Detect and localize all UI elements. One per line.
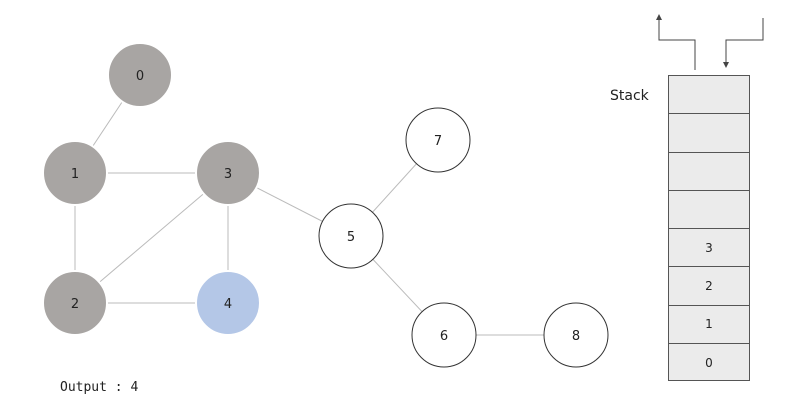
node-circle (107, 42, 173, 108)
node-label: 1 (71, 167, 79, 182)
stack-slot (669, 76, 749, 115)
stack-slot (669, 114, 749, 153)
graph-node-7: 7 (405, 107, 471, 173)
stack: 3 2 1 0 (668, 75, 750, 381)
node-label: 7 (434, 134, 442, 149)
node-label: 2 (71, 297, 79, 312)
node-label: 3 (224, 167, 232, 182)
node-label: 5 (347, 230, 355, 245)
pop-arrow-icon (658, 20, 696, 70)
node-circle (411, 302, 477, 368)
graph-node-0: 0 (107, 42, 173, 108)
stack-slot: 0 (705, 355, 713, 370)
node-circle (405, 107, 471, 173)
graph-node-1: 1 (42, 140, 108, 206)
stack-slot: 1 (669, 306, 749, 344)
stack-arrows (656, 14, 764, 70)
push-arrowhead-icon (723, 62, 729, 68)
stack-slot: 3 (669, 229, 749, 268)
graph-node-2: 2 (42, 270, 108, 336)
edge-2-3 (74, 172, 229, 304)
stack-slot (669, 191, 749, 229)
node-label: 4 (224, 297, 232, 312)
node-circle (195, 140, 261, 206)
node-label: 8 (572, 329, 580, 344)
node-label: 6 (440, 329, 448, 344)
node-label: 0 (136, 69, 144, 84)
graph-node-8: 8 (543, 302, 609, 368)
pop-arrowhead-icon (656, 14, 662, 20)
graph-node-4: 4 (195, 270, 261, 336)
stack-label: Stack (610, 88, 649, 104)
node-circle (543, 302, 609, 368)
graph-node-5: 5 (318, 203, 384, 269)
output-text: Output : 4 (60, 380, 139, 395)
node-circle (42, 270, 108, 336)
stack-slot: 2 (669, 267, 749, 306)
node-circle (195, 270, 261, 336)
node-circle (42, 140, 108, 206)
graph-node-6: 6 (411, 302, 477, 368)
graph-node-3: 3 (195, 140, 261, 206)
node-circle (318, 203, 384, 269)
stack-slot (669, 153, 749, 191)
push-arrow-icon (725, 18, 764, 62)
